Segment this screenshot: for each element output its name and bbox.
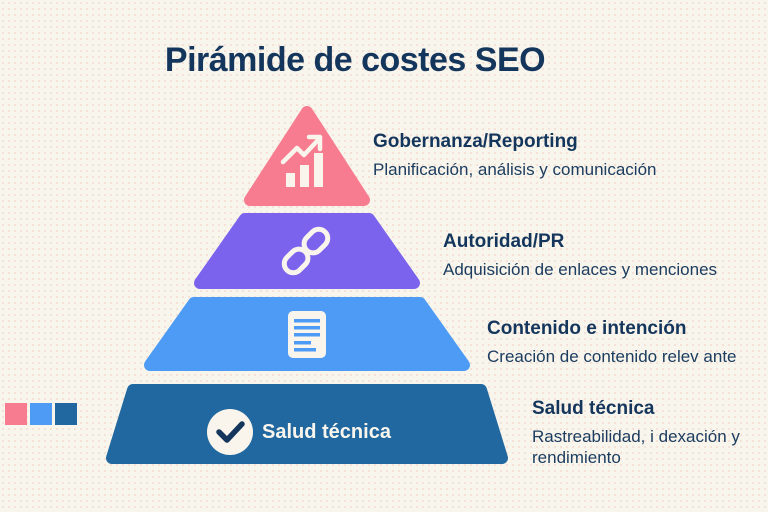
caption-autoridad-title: Autoridad/PR bbox=[443, 231, 565, 252]
caption-salud: Salud técnica Rastreabilidad, i dexación… bbox=[532, 398, 754, 468]
page-title: Pirámide de costes SEO bbox=[164, 41, 546, 79]
caption-contenido-subtitle: Creación de contenido relev ante bbox=[487, 346, 737, 366]
legend-swatch-pink bbox=[5, 403, 27, 425]
caption-autoridad-subtitle: Adquisición de enlaces y menciones bbox=[443, 259, 718, 279]
color-legend bbox=[5, 403, 77, 425]
link-icon bbox=[281, 226, 331, 276]
caption-contenido-title: Contenido e intención bbox=[487, 318, 687, 339]
legend-swatch-light-blue bbox=[30, 403, 52, 425]
caption-gobernanza: Gobernanza/Reporting Planificación, anál… bbox=[373, 131, 656, 181]
caption-salud-subtitle: Rastreabilidad, i dexación y rendimiento bbox=[532, 426, 740, 467]
legend-swatch-dark-blue bbox=[55, 403, 77, 425]
chart-growth-icon bbox=[280, 134, 323, 187]
salud-tecnica-inner-label: Salud técnica bbox=[262, 421, 391, 443]
document-icon bbox=[288, 311, 326, 358]
caption-autoridad: Autoridad/PR Adquisición de enlaces y me… bbox=[443, 231, 717, 281]
check-icon bbox=[207, 409, 253, 455]
caption-contenido: Contenido e intención Creación de conten… bbox=[487, 318, 737, 368]
caption-gobernanza-subtitle: Planificación, análisis y comunicación bbox=[373, 159, 657, 179]
caption-gobernanza-title: Gobernanza/Reporting bbox=[373, 131, 578, 152]
caption-salud-title: Salud técnica bbox=[532, 398, 655, 419]
pyramid-level-gobernanza bbox=[244, 106, 370, 206]
